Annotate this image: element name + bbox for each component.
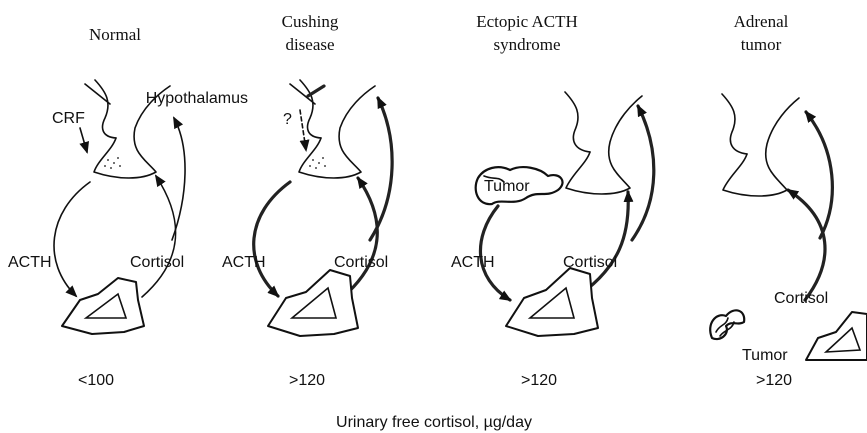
- cortisol-arrow-to-pituitary: [142, 176, 176, 297]
- acth-label: ACTH: [8, 254, 52, 271]
- suppressed-crf-arrow: [300, 110, 306, 150]
- panel-cushing-disease: Cushing disease ? ACTH Cortisol >120: [222, 12, 392, 389]
- urinary-cortisol-value: >120: [289, 372, 325, 389]
- pituitary-stipple: [104, 157, 121, 169]
- acth-label: ACTH: [222, 254, 266, 271]
- hypothalamus-pituitary: [290, 80, 375, 178]
- urinary-cortisol-value: <100: [78, 372, 114, 389]
- caption: Urinary free cortisol, µg/day: [336, 414, 532, 431]
- cortisol-arrow-to-hypothalamus: [370, 98, 392, 240]
- adrenal-gland: [62, 278, 144, 334]
- panel-title-line2: syndrome: [493, 35, 560, 54]
- cortisol-arrow-to-hypothalamus: [632, 106, 654, 240]
- crf-label: CRF: [52, 110, 85, 127]
- pituitary-stipple: [309, 157, 326, 169]
- urinary-cortisol-value: >120: [756, 372, 792, 389]
- acth-label: ACTH: [451, 254, 495, 271]
- blocked-crf-bar: [308, 86, 324, 96]
- question-mark: ?: [283, 111, 292, 128]
- crf-arrow: [80, 128, 87, 152]
- panel-title-line2: disease: [285, 35, 334, 54]
- urinary-cortisol-value: >120: [521, 372, 557, 389]
- tumor-label: Tumor: [484, 178, 530, 195]
- panel-ectopic-acth-syndrome: Ectopic ACTH syndrome Tumor ACTH Cortiso…: [451, 12, 654, 389]
- cortisol-label: Cortisol: [774, 290, 828, 307]
- tumor-label: Tumor: [742, 347, 788, 364]
- acth-arrow: [54, 182, 90, 296]
- acth-arrow: [480, 206, 510, 300]
- adrenal-tumor-mass: [710, 310, 744, 339]
- panel-normal: Normal Hypothalamus CRF ACTH Cortisol <1…: [8, 25, 248, 389]
- panel-title: Cushing: [282, 12, 339, 31]
- adrenal-gland: [268, 270, 358, 336]
- cortisol-label: Cortisol: [334, 254, 388, 271]
- panel-title: Adrenal: [734, 12, 789, 31]
- adrenal-gland: [806, 312, 867, 360]
- panel-title-line2: tumor: [741, 35, 782, 54]
- hypothalamus-pituitary: [565, 92, 642, 194]
- panel-adrenal-tumor: Adrenal tumor Cortisol Tumor >120: [710, 12, 867, 389]
- hypothalamus-pituitary: [722, 94, 799, 196]
- acth-arrow: [254, 182, 290, 296]
- adrenal-gland: [506, 268, 598, 336]
- cortisol-label: Cortisol: [130, 254, 184, 271]
- cortisol-arrow-to-pituitary: [788, 190, 825, 300]
- panel-title: Ectopic ACTH: [476, 12, 578, 31]
- hypothalamus-label: Hypothalamus: [146, 90, 248, 107]
- panel-title: Normal: [89, 25, 141, 44]
- cortisol-arrow-to-hypothalamus: [806, 112, 832, 238]
